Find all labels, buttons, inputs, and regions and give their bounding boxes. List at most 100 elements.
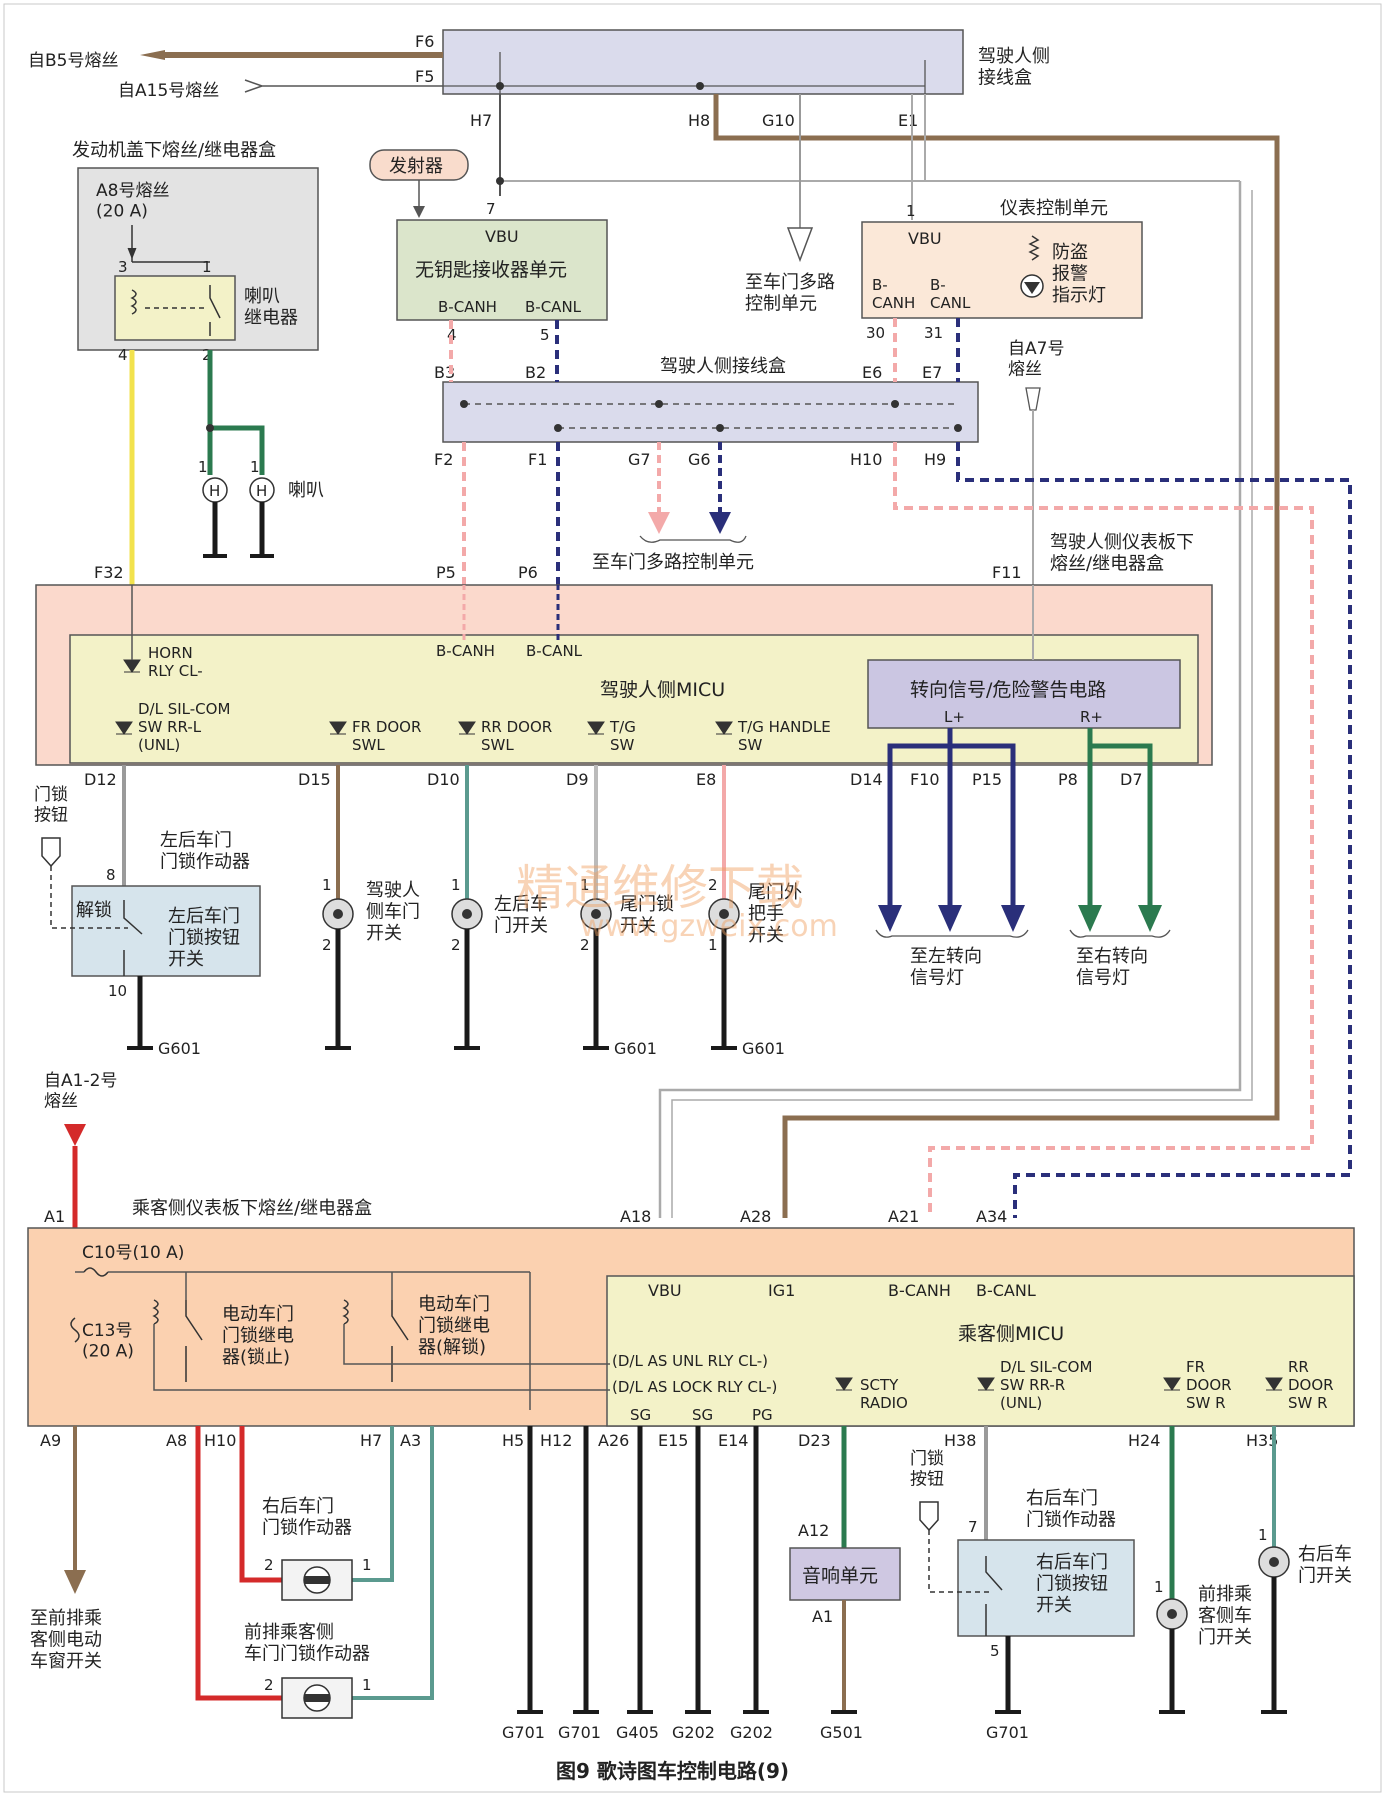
ground-g701-b: G701 xyxy=(558,1723,601,1742)
svg-text:H7: H7 xyxy=(360,1431,382,1450)
front-passenger-door-switch-label: 前排乘客侧车门开关 xyxy=(1198,1584,1252,1648)
tailgate-lock-switch-label: 尾门锁开关 xyxy=(620,894,674,937)
ground-g601-c: G601 xyxy=(742,1039,785,1058)
audio-unit-label: 音响单元 xyxy=(802,1565,878,1587)
diode-icon xyxy=(1163,1377,1181,1391)
svg-text:P8: P8 xyxy=(1058,770,1078,789)
svg-text:1: 1 xyxy=(362,1556,372,1574)
watermark-line1: 精通维修下载 xyxy=(516,860,804,916)
relay-pin-4: 4 xyxy=(118,346,128,364)
driver-jbox-mid-label: 驾驶人侧接线盒 xyxy=(660,356,786,377)
keyless-receiver-unit: 7 VBU 无钥匙接收器单元 B-CANH B-CANL 4 5 xyxy=(396,200,608,344)
driver-door-switch-label: 驾驶人侧车门开关 xyxy=(366,880,420,944)
switch-icon xyxy=(123,900,143,976)
driver-junction-box-top: 自B5号熔丝 自A15号熔丝 F6 F5 驾驶人侧 接线盒 H7 H8 G10 … xyxy=(28,29,1056,130)
text-line: B- xyxy=(872,276,888,294)
svg-text:B-CANH: B-CANH xyxy=(436,642,495,660)
text-line: 门开关 xyxy=(1298,1566,1352,1587)
svg-text:E7: E7 xyxy=(922,363,942,382)
svg-text:1: 1 xyxy=(580,876,590,894)
svg-text:VBU: VBU xyxy=(485,227,519,246)
wire-vbu-passenger xyxy=(658,181,1242,1218)
text-line: 器(解锁) xyxy=(418,1337,486,1358)
text-line: 器(锁止) xyxy=(222,1347,290,1368)
right-rear-door-lock: 门锁按钮 右后车门门锁作动器 7 右后车门门锁按钮开关 5 G701 xyxy=(910,1426,1135,1742)
svg-text:T/GSW: T/GSW xyxy=(609,718,636,754)
text-line: 开关 xyxy=(366,923,402,944)
fuse-icon xyxy=(70,1317,80,1343)
ground-g601-a: G601 xyxy=(158,1039,201,1058)
text-line: 门锁作动器 xyxy=(1026,1510,1116,1531)
to-door-multiplex-label: 至车门多路控制单元 xyxy=(592,552,754,573)
source-a1-2-fuse: 自A1-2号熔丝 xyxy=(44,1071,117,1111)
diode-icon xyxy=(977,1377,995,1391)
svg-text:G7: G7 xyxy=(628,450,651,469)
text-line: 继电器 xyxy=(244,308,298,329)
pin-e1: E1 xyxy=(898,111,918,130)
svg-text:B-CANL: B-CANL xyxy=(526,642,583,660)
driver-dash-box-label: 驾驶人侧仪表板下熔丝/继电器盒 xyxy=(1050,532,1194,575)
left-rear-door-lock: 门锁按钮 左后车门门锁作动器 8 解锁 左后车门门锁按钮开关 10 G601 xyxy=(34,765,261,1058)
svg-text:VBU: VBU xyxy=(648,1281,682,1300)
text-line: CANL xyxy=(930,294,971,312)
svg-text:B-CANH: B-CANH xyxy=(438,298,497,316)
wire-red-lock xyxy=(195,1426,282,1701)
ground-g202-a: G202 xyxy=(672,1723,715,1742)
svg-text:5: 5 xyxy=(540,326,550,344)
svg-text:10: 10 xyxy=(108,982,127,1000)
text-line: 熔丝 xyxy=(1008,359,1042,379)
svg-text:2: 2 xyxy=(580,936,590,954)
front-passenger-actuator-label: 前排乘客侧车门门锁作动器 xyxy=(244,1622,370,1665)
text-line: DOOR xyxy=(1288,1376,1334,1394)
text-line: 车窗开关 xyxy=(30,1651,102,1672)
passenger-micu xyxy=(606,1275,1355,1427)
transmitter-label: 发射器 xyxy=(389,156,443,177)
text-line: 门锁按钮 xyxy=(1036,1574,1108,1595)
can-high-wire xyxy=(893,442,1314,1218)
svg-text:2: 2 xyxy=(322,936,332,954)
ground-g405: G405 xyxy=(616,1723,659,1742)
svg-text:H5: H5 xyxy=(502,1431,524,1450)
text-line: 熔丝 xyxy=(44,1091,78,1111)
driver-micu-title: 驾驶人侧MICU xyxy=(600,679,725,701)
text-line: 熔丝/继电器盒 xyxy=(1050,554,1164,575)
text-line: SW RR-L xyxy=(138,718,202,736)
text-line: 车门门锁作动器 xyxy=(244,1644,370,1665)
front-passenger-door-actuator: 前排乘客侧车门门锁作动器 2 1 xyxy=(244,1622,372,1719)
svg-text:PG: PG xyxy=(752,1406,773,1424)
svg-text:1: 1 xyxy=(906,202,916,220)
wire-teal-unlock xyxy=(352,1426,434,1700)
b5-input-arrow xyxy=(140,50,443,60)
text-line: 指示灯 xyxy=(1052,285,1106,306)
text-line: 开关 xyxy=(1036,1595,1072,1616)
svg-text:2: 2 xyxy=(264,1676,274,1694)
fuse-icon xyxy=(83,1267,109,1277)
driver-jbox-top-label: 驾驶人侧 接线盒 xyxy=(978,46,1056,89)
page-frame xyxy=(3,3,1382,1793)
text-line: 开关 xyxy=(620,916,656,937)
text-line: 门锁作动器 xyxy=(160,852,250,873)
figure-caption: 图9 歌诗图车控制电路(9) xyxy=(556,1759,789,1783)
text-line: 门开关 xyxy=(494,916,548,937)
wire-h8-brown xyxy=(713,94,1280,1218)
pin-f5: F5 xyxy=(415,67,434,86)
svg-text:SG: SG xyxy=(692,1406,713,1424)
tailgate-handle-switch-label: 尾门外把手开关 xyxy=(748,882,802,946)
source-a15-fuse: 自A15号熔丝 xyxy=(118,81,219,101)
svg-text:A26: A26 xyxy=(598,1431,629,1450)
can-low-wire xyxy=(956,442,1352,1218)
arrow-g10 xyxy=(786,227,814,263)
turn-signal-outputs: 至左转向信号灯 至右转向信号灯 xyxy=(875,728,1171,989)
svg-text:D15: D15 xyxy=(298,770,331,789)
svg-text:H35: H35 xyxy=(1246,1431,1278,1450)
text-line: 接线盒 xyxy=(978,68,1032,89)
text-line: 信号灯 xyxy=(910,968,964,989)
svg-text:1: 1 xyxy=(1258,1526,1268,1544)
svg-text:G6: G6 xyxy=(688,450,711,469)
svg-text:1: 1 xyxy=(1154,1578,1164,1596)
